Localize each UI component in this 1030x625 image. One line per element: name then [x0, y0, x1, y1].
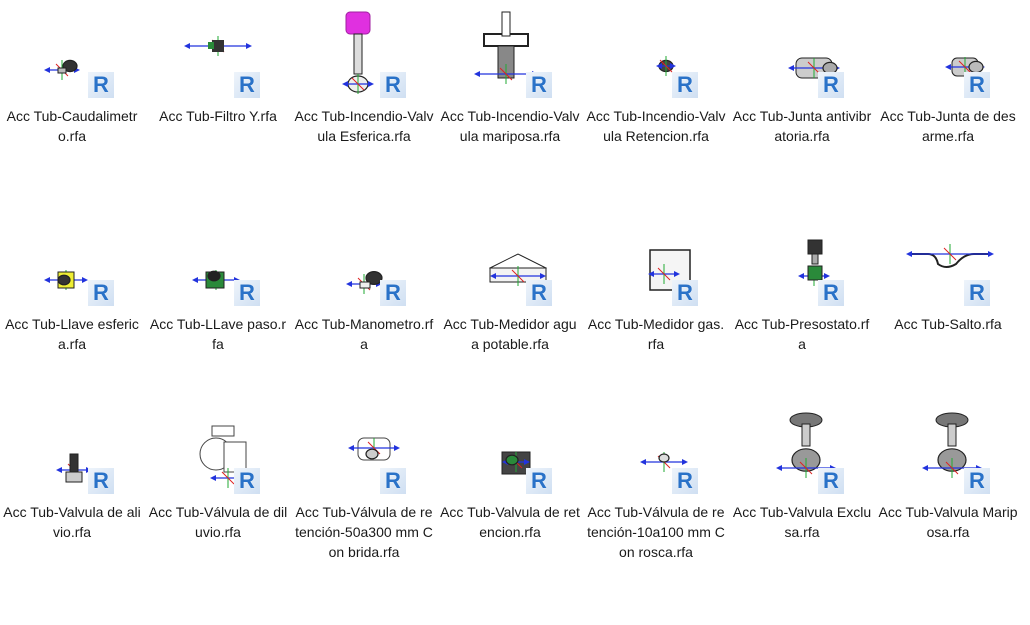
revit-badge-icon: R [672, 280, 698, 306]
revit-badge-icon: R [672, 72, 698, 98]
file-item[interactable]: R Acc Tub-Filtro Y.rfa [148, 2, 288, 202]
butterfly-valve-icon: R [898, 398, 998, 494]
revit-badge-icon: R [88, 72, 114, 98]
revit-badge-icon: R [818, 72, 844, 98]
revit-badge-icon: R [526, 468, 552, 494]
file-item[interactable]: R Acc Tub-Medidor agua potable.rfa [440, 210, 580, 410]
ball-key-icon: R [22, 210, 122, 306]
file-name-label: Acc Tub-Incendio-Valvula Retencion.rfa [586, 108, 726, 144]
manometer-icon: R [314, 210, 414, 306]
file-name-label: Acc Tub-Valvula de alivio.rfa [3, 504, 141, 540]
gate-valve-icon: R [752, 398, 852, 494]
file-item[interactable]: R Acc Tub-Salto.rfa [878, 210, 1018, 410]
file-item[interactable]: R Acc Tub-Caudalimetro.rfa [2, 2, 142, 202]
file-item[interactable]: R Acc Tub-Llave esferica.rfa [2, 210, 142, 410]
revit-badge-icon: R [234, 468, 260, 494]
file-item[interactable]: R Acc Tub-Incendio-Valvula Retencion.rfa [586, 2, 726, 202]
fire-ball-valve-icon: R [314, 2, 414, 98]
check-valve-icon: R [460, 398, 560, 494]
file-item[interactable]: R Acc Tub-Valvula de retencion.rfa [440, 398, 580, 598]
revit-badge-icon: R [234, 280, 260, 306]
relief-valve-icon: R [22, 398, 122, 494]
file-name-label: Acc Tub-Salto.rfa [894, 316, 1002, 332]
pressure-switch-icon: R [752, 210, 852, 306]
revit-badge-icon: R [964, 280, 990, 306]
file-item[interactable]: R Acc Tub-Valvula Mariposa.rfa [878, 398, 1018, 598]
threaded-check-valve-icon: R [606, 398, 706, 494]
fire-butterfly-valve-icon: R [460, 2, 560, 98]
file-name-label: Acc Tub-Valvula Exclusa.rfa [732, 504, 872, 540]
file-item[interactable]: R Acc Tub-Junta de desarme.rfa [878, 2, 1018, 202]
file-name-label: Acc Tub-Válvula de retención-50a300 mm C… [295, 504, 433, 560]
file-item[interactable]: R Acc Tub-Válvula de retención-50a300 mm … [294, 398, 434, 598]
revit-badge-icon: R [526, 72, 552, 98]
flanged-check-valve-icon: R [314, 398, 414, 494]
revit-badge-icon: R [380, 280, 406, 306]
revit-badge-icon: R [526, 280, 552, 306]
file-item[interactable]: R Acc Tub-Incendio-Valvula mariposa.rfa [440, 2, 580, 202]
file-name-label: Acc Tub-Llave esferica.rfa [5, 316, 139, 352]
revit-badge-icon: R [88, 468, 114, 494]
file-name-label: Acc Tub-Válvula de retención-10a100 mm C… [587, 504, 725, 560]
file-name-label: Acc Tub-Valvula de retencion.rfa [440, 504, 580, 540]
file-item[interactable]: R Acc Tub-LLave paso.rfa [148, 210, 288, 410]
file-item[interactable]: R Acc Tub-Junta antivibratoria.rfa [732, 2, 872, 202]
revit-badge-icon: R [818, 468, 844, 494]
file-name-label: Acc Tub-Válvula de diluvio.rfa [148, 504, 288, 540]
revit-badge-icon: R [672, 468, 698, 494]
file-name-label: Acc Tub-Caudalimetro.rfa [6, 108, 138, 144]
file-name-label: Acc Tub-Valvula Mariposa.rfa [878, 504, 1018, 540]
water-meter-icon: R [460, 210, 560, 306]
file-item[interactable]: R Acc Tub-Válvula de retención-10a100 mm … [586, 398, 726, 598]
file-item[interactable]: R Acc Tub-Medidor gas.rfa [586, 210, 726, 410]
flowmeter-icon: R [22, 2, 122, 98]
y-filter-icon: R [168, 2, 268, 98]
file-item[interactable]: R Acc Tub-Valvula Exclusa.rfa [732, 398, 872, 598]
file-item[interactable]: R Acc Tub-Incendio-Valvula Esferica.rfa [294, 2, 434, 202]
file-name-label: Acc Tub-Junta de desarme.rfa [880, 108, 1016, 144]
file-item[interactable]: R Acc Tub-Valvula de alivio.rfa [2, 398, 142, 598]
revit-badge-icon: R [964, 468, 990, 494]
file-name-label: Acc Tub-LLave paso.rfa [149, 316, 287, 352]
revit-badge-icon: R [380, 72, 406, 98]
file-name-label: Acc Tub-Filtro Y.rfa [159, 108, 277, 124]
file-item[interactable]: R Acc Tub-Válvula de diluvio.rfa [148, 398, 288, 598]
revit-badge-icon: R [88, 280, 114, 306]
file-name-label: Acc Tub-Incendio-Valvula Esferica.rfa [294, 108, 434, 144]
deluge-valve-icon: R [168, 398, 268, 494]
file-name-label: Acc Tub-Medidor agua potable.rfa [443, 316, 577, 352]
revit-badge-icon: R [234, 72, 260, 98]
file-name-label: Acc Tub-Junta antivibratoria.rfa [732, 108, 872, 144]
revit-badge-icon: R [964, 72, 990, 98]
file-name-label: Acc Tub-Manometro.rfa [294, 316, 434, 352]
gas-meter-icon: R [606, 210, 706, 306]
file-name-label: Acc Tub-Incendio-Valvula mariposa.rfa [440, 108, 580, 144]
file-name-label: Acc Tub-Presostato.rfa [734, 316, 870, 352]
file-item[interactable]: R Acc Tub-Manometro.rfa [294, 210, 434, 410]
file-name-label: Acc Tub-Medidor gas.rfa [587, 316, 725, 352]
dismantling-joint-icon: R [898, 2, 998, 98]
revit-badge-icon: R [380, 468, 406, 494]
pipe-jump-icon: R [898, 210, 998, 306]
fire-check-valve-icon: R [606, 2, 706, 98]
stop-key-icon: R [168, 210, 268, 306]
file-item[interactable]: R Acc Tub-Presostato.rfa [732, 210, 872, 410]
anti-vibration-joint-icon: R [752, 2, 852, 98]
revit-badge-icon: R [818, 280, 844, 306]
